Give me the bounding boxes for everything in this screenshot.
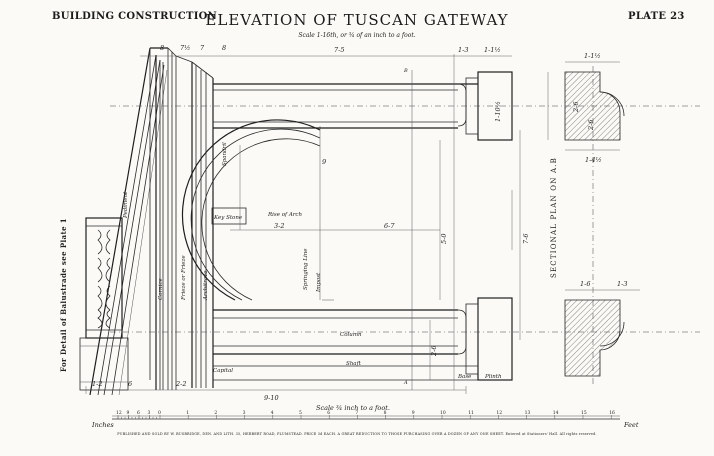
scale-foot-label: 13 — [525, 410, 531, 416]
scale-foot-label: 7 — [355, 410, 358, 416]
label-frieze: Frieze or Frieze — [181, 255, 187, 301]
scale-inch-label: 9 — [127, 410, 130, 416]
dim-bot-2: 6 — [128, 380, 132, 388]
scale-foot-label: 3 — [243, 410, 246, 416]
label-point-a: A — [403, 380, 408, 386]
side-note: For Detail of Balustrade see Plate 1 — [59, 218, 68, 372]
scale-foot-label: 12 — [496, 410, 502, 416]
scale-foot-label: 5 — [299, 410, 302, 416]
publisher-footer: PUBLISHED AND SOLD BY W. BUSBRIDGE, DEN.… — [117, 432, 597, 436]
dim-v-base: 2-6 — [430, 346, 438, 357]
dim-top-4: 8 — [222, 44, 226, 52]
dim-v-height: 7-6 — [522, 234, 530, 244]
scale-foot-label: 14 — [553, 410, 559, 416]
dim-left-1: 1-10½ — [494, 101, 502, 122]
dim-bot-3: 2-2 — [175, 380, 186, 388]
dim-top-7: 1-1½ — [484, 46, 501, 54]
scale-feet-label: Feet — [623, 421, 639, 429]
balustrade — [79, 217, 129, 391]
dim-bot-1: 1-2 — [92, 380, 102, 388]
dim-v-springing: 5-0 — [440, 234, 448, 244]
label-point-b: B — [403, 68, 408, 74]
arch — [181, 119, 334, 301]
label-rise-of-arch: Rise of Arch — [267, 212, 303, 218]
dim-bot-total: 9-10 — [264, 394, 279, 402]
sectional-plan — [547, 61, 640, 385]
dim-plan-mid: 1-4½ — [585, 156, 602, 164]
dim-top-5: 7-5 — [334, 46, 344, 54]
dim-top-3: 7 — [200, 44, 205, 52]
dim-plan-top-v2: 2-6 — [587, 120, 595, 131]
dim-plan-bot-1: 1-6 — [580, 280, 590, 288]
entablature — [155, 47, 214, 390]
scale-foot-label: 9 — [412, 410, 415, 416]
scale-foot-label: 10 — [440, 410, 446, 416]
label-plinth: Plinth — [484, 374, 502, 380]
dim-mid-9: 9 — [322, 158, 326, 166]
scale-inch-label: 3 — [148, 410, 151, 416]
scale-inches-label: Inches — [91, 421, 114, 429]
dim-top-6: 1-3 — [458, 46, 468, 54]
label-base: Base — [457, 374, 472, 380]
upper-column — [110, 71, 700, 141]
series-title: BUILDING CONSTRUCTION — [52, 11, 218, 22]
label-column: Column — [340, 332, 362, 338]
scale-foot-label: 11 — [468, 410, 474, 416]
dim-top-2: 7½ — [180, 44, 190, 52]
scale-title: Scale ¾ inch to a foot. — [316, 404, 390, 412]
label-pediment: Pediment — [123, 191, 129, 219]
label-springing-line: Springing Line — [303, 248, 309, 290]
dim-plan-top-v1: 2-6 — [572, 102, 580, 113]
label-cornice: Cornice — [158, 277, 164, 300]
scale-inch-label: 6 — [137, 410, 140, 416]
scale-foot-label: 2 — [214, 410, 217, 416]
scale-foot-label: 16 — [609, 410, 615, 416]
scale-inch-label: 0 — [158, 410, 161, 416]
scale-foot-label: 4 — [271, 410, 274, 416]
label-key-stone: Key Stone — [213, 215, 243, 221]
section-label: SECTIONAL PLAN ON A.B — [550, 157, 558, 278]
label-impost: Impost — [316, 272, 322, 293]
label-shaft: Shaft — [346, 361, 362, 367]
section-line-ab — [85, 54, 521, 394]
dim-span: 6-7 — [384, 222, 395, 230]
scale-foot-label: 15 — [581, 410, 587, 416]
label-capital: Capital — [213, 368, 233, 374]
label-spandril: Spandril — [222, 142, 228, 166]
scale-subtitle: Scale 1-16th, or ¾ of an inch to a foot. — [298, 32, 416, 39]
dim-rise: 3-2 — [274, 222, 284, 230]
plate-title: ELEVATION OF TUSCAN GATEWAY — [205, 11, 509, 29]
scale-inch-label: 12 — [116, 410, 122, 416]
scale-foot-label: 6 — [327, 410, 330, 416]
lower-column — [110, 297, 700, 381]
label-architrave: Architrave — [203, 270, 209, 301]
scale-foot-label: 8 — [384, 410, 387, 416]
dim-plan-bot-2: 1-3 — [617, 280, 627, 288]
dim-top-1: 8 — [160, 44, 164, 52]
dim-plan-top-h: 1-1½ — [584, 52, 601, 60]
scale-foot-label: 1 — [186, 410, 189, 416]
plate-number: PLATE 23 — [628, 11, 685, 22]
